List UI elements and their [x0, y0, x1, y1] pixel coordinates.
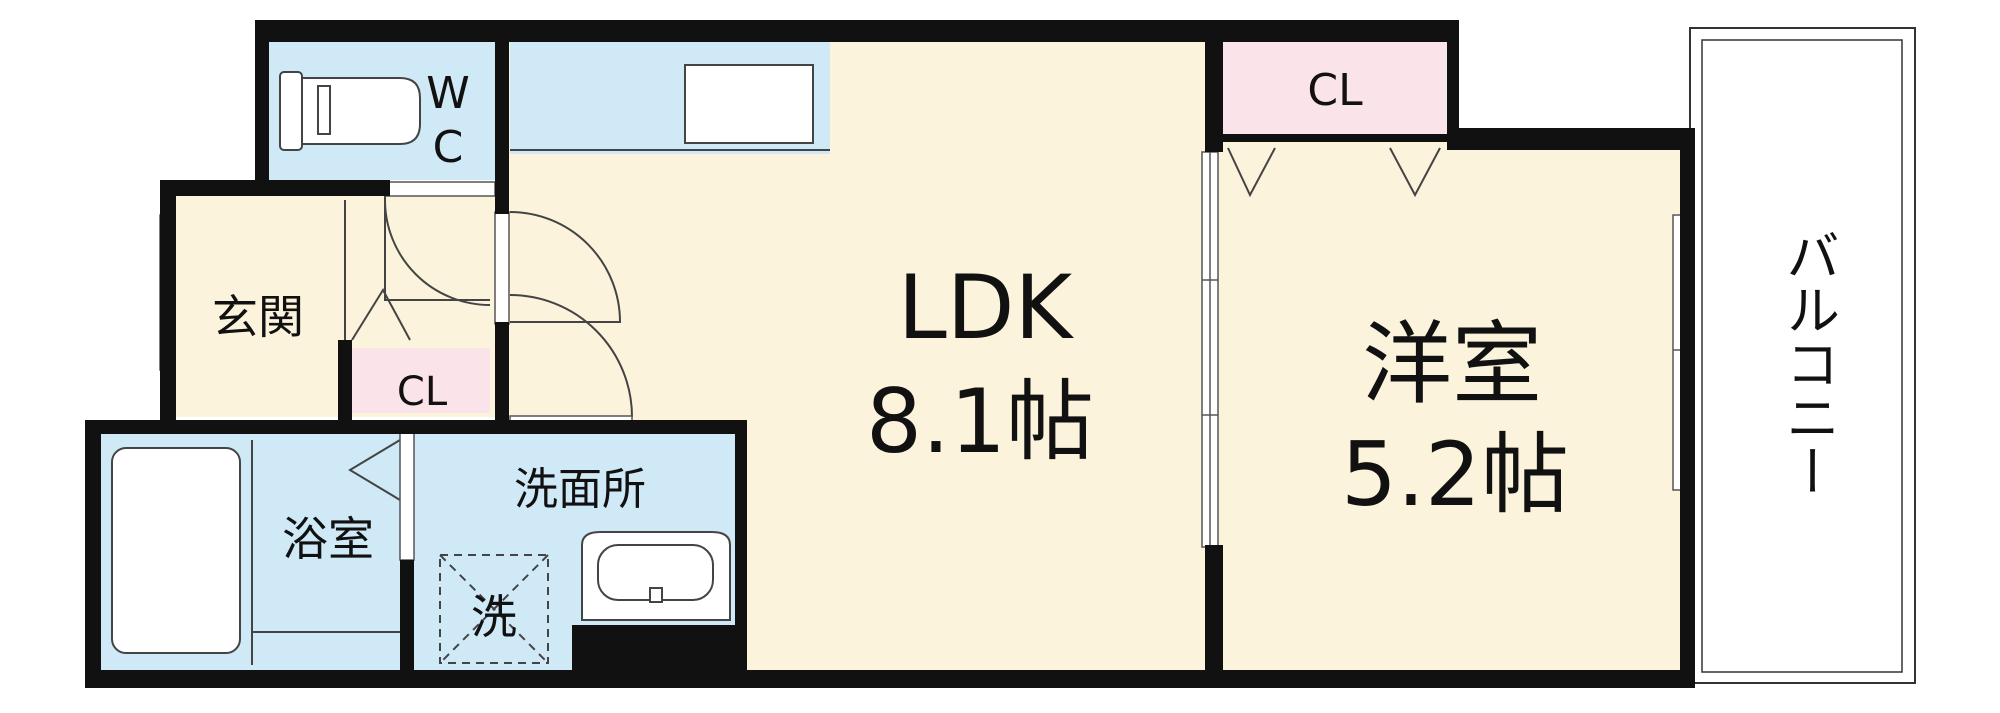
- ldk-size: 8.1帖: [866, 370, 1094, 473]
- washer-label: 洗: [471, 590, 517, 644]
- fixtures: [111, 64, 1441, 665]
- wall-entrance-top: [160, 180, 390, 196]
- wall-top-left: [255, 20, 1457, 42]
- bathtub: [111, 447, 241, 654]
- western-closet-label: CL: [1307, 65, 1363, 116]
- wall-bath-divider: [400, 560, 414, 685]
- bath-door: [399, 431, 415, 561]
- closet-door-left: [1227, 147, 1276, 198]
- wall-ldk-divider-bottom: [1205, 545, 1223, 685]
- wall-bath-right: [735, 420, 747, 688]
- balcony-floor: [1689, 27, 1916, 684]
- western-room-name: 洋室: [1362, 312, 1542, 417]
- entrance-closet-floor: [350, 348, 490, 413]
- balcony-label: バルコニー: [1777, 228, 1840, 498]
- ldk-name: LDK: [898, 256, 1075, 359]
- wall-ldk-left-lower: [495, 322, 509, 430]
- closet-door-right: [1389, 147, 1441, 198]
- entrance-closet-label: CL: [397, 369, 448, 415]
- kitchen-sink: [684, 64, 814, 144]
- washroom-label: 洗面所: [514, 464, 646, 515]
- wall-wc-left: [255, 20, 269, 196]
- wall-washroom-bottom-block: [572, 625, 747, 685]
- wc-door: [384, 181, 496, 197]
- entrance-label: 玄関: [212, 290, 304, 344]
- toilet: [279, 71, 421, 151]
- labels: W C 玄関 CL 浴室 洗面所 洗 LDK 8.1帖 CL 洋室 5.2帖 バ…: [212, 65, 1840, 644]
- walls: [85, 20, 1695, 688]
- western-closet-floor: [1222, 42, 1447, 134]
- wall-right: [1680, 128, 1695, 685]
- western-room-size: 5.2帖: [1341, 423, 1569, 526]
- ldk-door-swing-lower: [509, 294, 633, 418]
- wall-ldk-divider-top: [1205, 20, 1223, 152]
- washer-pan: [439, 554, 549, 664]
- wall-top-right: [1447, 128, 1695, 150]
- wall-entrance-closet-left: [338, 340, 352, 430]
- bathroom-label: 浴室: [282, 512, 374, 566]
- floor-fills: [100, 27, 1916, 684]
- western-room-floor: [1210, 140, 1680, 675]
- entrance-door-swing: [384, 195, 490, 302]
- wall-left-bath: [85, 420, 101, 688]
- bath-door-swing: [348, 439, 401, 501]
- wc-label-top: W: [426, 68, 470, 119]
- wc-label-bottom: C: [433, 122, 464, 173]
- wall-bath-top: [85, 420, 740, 434]
- entrance-ldk-door: [494, 211, 510, 325]
- wall-wc-right: [495, 20, 509, 214]
- wall-closet-right: [1447, 20, 1459, 150]
- balcony-inner-line: [1701, 39, 1903, 673]
- wall-closet-bottom: [1210, 134, 1457, 142]
- ldk-door-swing-upper: [509, 211, 622, 323]
- wall-entrance-left: [160, 180, 176, 430]
- entrance-shoebox: [351, 288, 411, 341]
